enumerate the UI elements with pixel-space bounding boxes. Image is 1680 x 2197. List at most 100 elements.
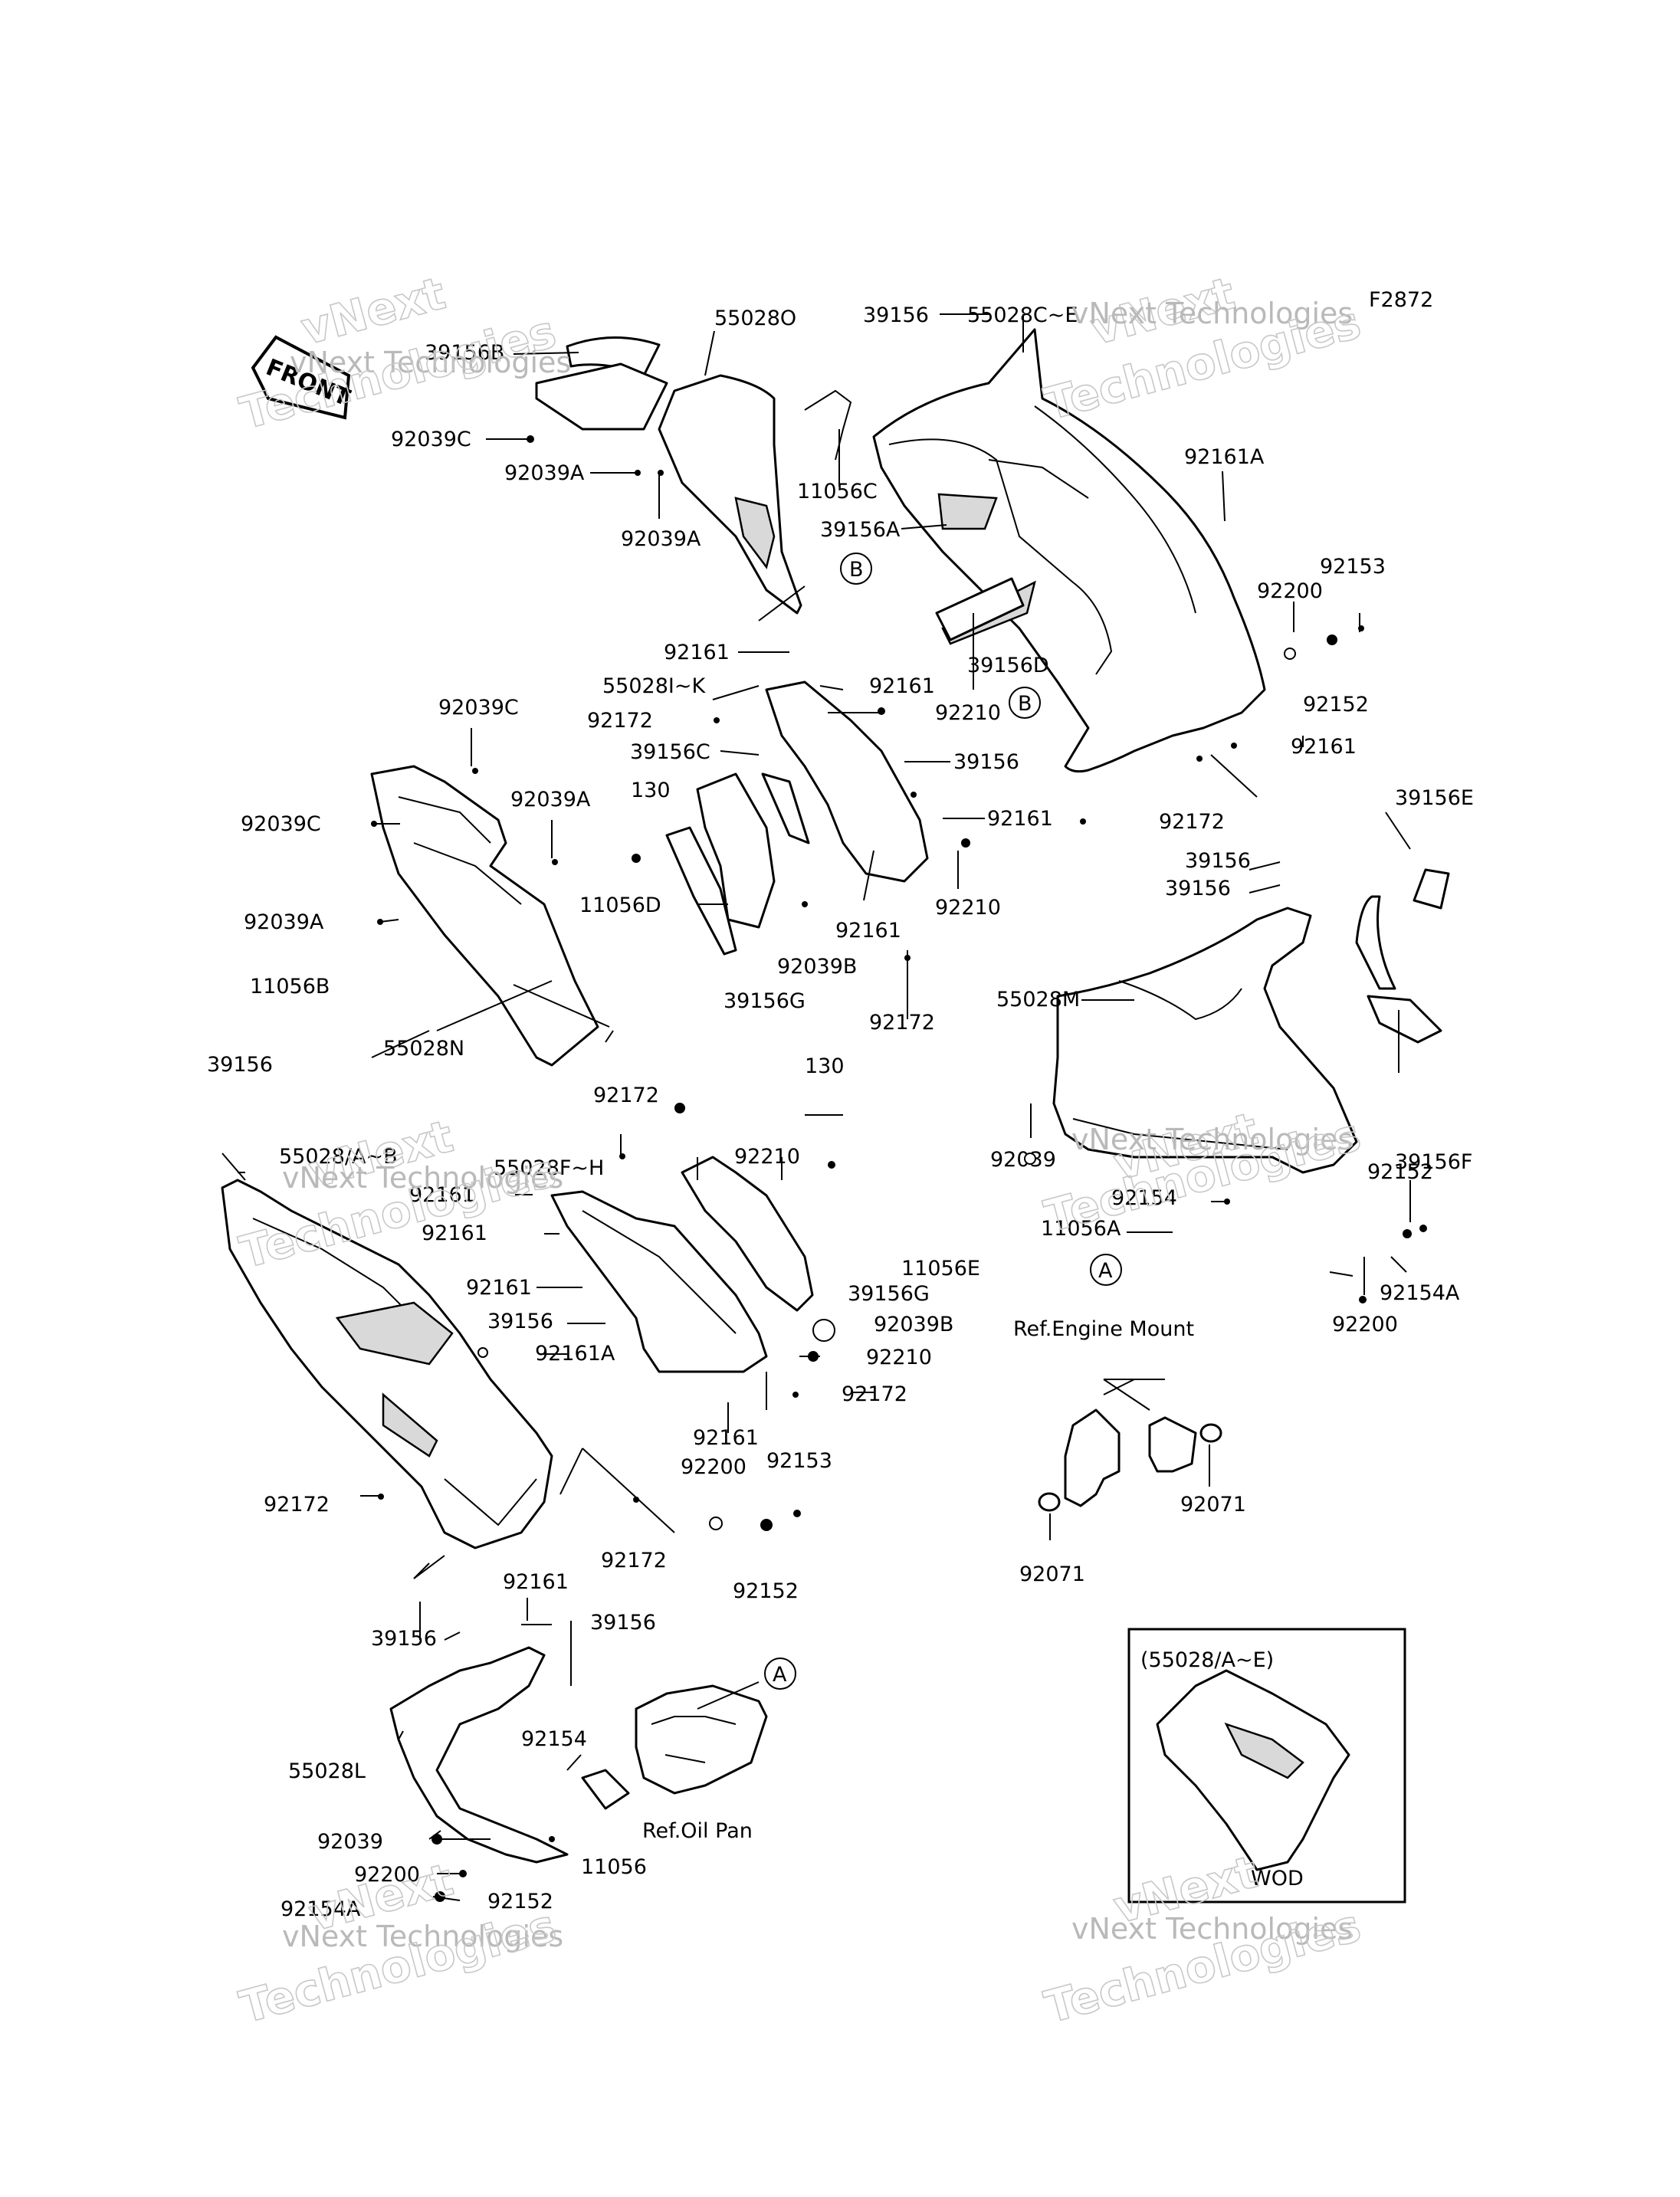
part-label: 92154 [1111,1186,1177,1210]
oil-pan-ref [581,1684,768,1810]
part-label: 11056A [1041,1217,1121,1241]
part-label: 92161 [409,1183,475,1207]
part-label: 92161 [1291,735,1357,759]
svg-text:A: A [773,1663,787,1687]
part-label: 11056 [581,1855,647,1879]
part-label: 92161 [466,1276,532,1300]
part-label: 39156 [1185,849,1251,873]
figure-code: F2872 [1369,288,1433,312]
part-label: 39156 [1165,877,1231,900]
part-label: 92172 [587,709,653,733]
part-label: 92039B [874,1313,953,1336]
part-label: 92039C [391,428,471,451]
circle-marker-b-right: B [1009,687,1041,719]
engine-mount-ref [1038,1408,1222,1512]
lower-cowl-right-55028M [1052,907,1358,1174]
part-label: 55028O [714,307,796,330]
part-label: 39156A [820,518,901,542]
svg-text:A: A [1098,1259,1113,1283]
part-label: 92172 [601,1549,667,1572]
part-label: 92152 [733,1579,799,1603]
part-label: 92039C [241,812,321,836]
part-label: 92039A [244,910,324,934]
part-label: 39156 [953,750,1019,774]
part-label: 55028/A~B [279,1145,398,1169]
inner-cover-left [370,765,599,1067]
part-label: 92154A [281,1897,361,1921]
part-label: 92039A [510,788,591,812]
svg-text:vNext Technologies: vNext Technologies [282,1920,563,1953]
part-label: 39156F [1395,1150,1472,1174]
part-label: 39156E [1395,786,1474,810]
side-cowl-left-55028AB [221,1179,553,1549]
leader-lines [221,313,1411,1901]
part-label: 92161 [422,1221,487,1245]
part-label: 92153 [766,1449,832,1473]
cover-39156G-lower [681,1156,814,1312]
part-label: 92200 [1332,1313,1398,1336]
part-label: 92154 [521,1727,587,1751]
part-label: 92172 [842,1382,907,1406]
part-label: 39156D [967,654,1049,677]
part-label: 39156 [590,1611,656,1635]
svg-text:B: B [849,558,864,582]
part-label: 92152 [1303,693,1369,716]
lower-cowl-55028L [389,1646,569,1864]
part-label: 92172 [869,1011,935,1035]
part-label: 11056B [250,975,330,998]
ref-engine-mount: Ref.Engine Mount [1013,1317,1194,1341]
part-labels: 55028O 39156B 92039C 92039A 92039A 11056… [207,303,1474,1921]
cover-39156F [1367,995,1442,1044]
part-label: 92153 [1320,555,1386,579]
inset-title: (55028/A~E) [1140,1648,1274,1672]
part-label: 130 [805,1054,845,1078]
part-label: 39156C [630,740,710,764]
part-label: 92161 [503,1570,569,1594]
inset-note: WOD [1251,1867,1304,1890]
part-label: 55028F~H [494,1156,604,1180]
part-label: 92161 [869,674,935,698]
part-label: 92152 [1367,1160,1433,1184]
part-label: 92210 [866,1346,932,1369]
part-label: 92161 [835,919,901,943]
part-label: 39156 [487,1310,553,1333]
inset-box: (55028/A~E) WOD [1127,1628,1406,1904]
part-label: 92210 [734,1145,800,1169]
part-label: 92161A [1184,445,1265,469]
part-label: 92039A [504,461,585,485]
part-label: 55028N [383,1037,464,1061]
part-label: 92039B [777,955,857,979]
part-label: 39156G [848,1282,930,1306]
part-label: 39156 [207,1053,273,1077]
part-label: 92200 [681,1455,746,1479]
part-label: 92172 [593,1084,659,1107]
hardware-fasteners [371,435,1427,1902]
part-label: 92161 [987,807,1053,831]
part-label: 92154A [1380,1281,1460,1305]
part-label: 11056E [901,1257,980,1280]
svg-text:B: B [1018,692,1032,716]
part-label: 55028C~E [967,303,1078,327]
part-label: 39156 [863,303,929,327]
part-label: 92039C [438,696,519,720]
part-label: 92210 [935,896,1001,920]
part-label: 92161A [535,1342,615,1366]
upper-cowl-inner-left [535,336,852,615]
part-label: 92161 [664,641,730,664]
sticker-39156D [935,577,1025,641]
part-label: 92200 [1257,579,1323,603]
part-label: 39156G [724,989,806,1013]
cover-39156E [1355,868,1450,990]
part-label: 92071 [1019,1562,1085,1586]
part-label: 92172 [264,1493,330,1517]
part-label: 39156B [425,341,504,365]
part-label: 11056C [797,480,878,503]
part-label: 55028I~K [602,674,706,698]
part-label: 92161 [693,1426,759,1450]
part-label: 130 [631,779,671,802]
part-label: 92039 [317,1830,383,1854]
circle-marker-a-right: A [1090,1254,1122,1286]
part-label: 92210 [935,701,1001,725]
part-label: 55028M [996,988,1080,1012]
svg-text:vNext Technologies: vNext Technologies [282,1161,563,1195]
